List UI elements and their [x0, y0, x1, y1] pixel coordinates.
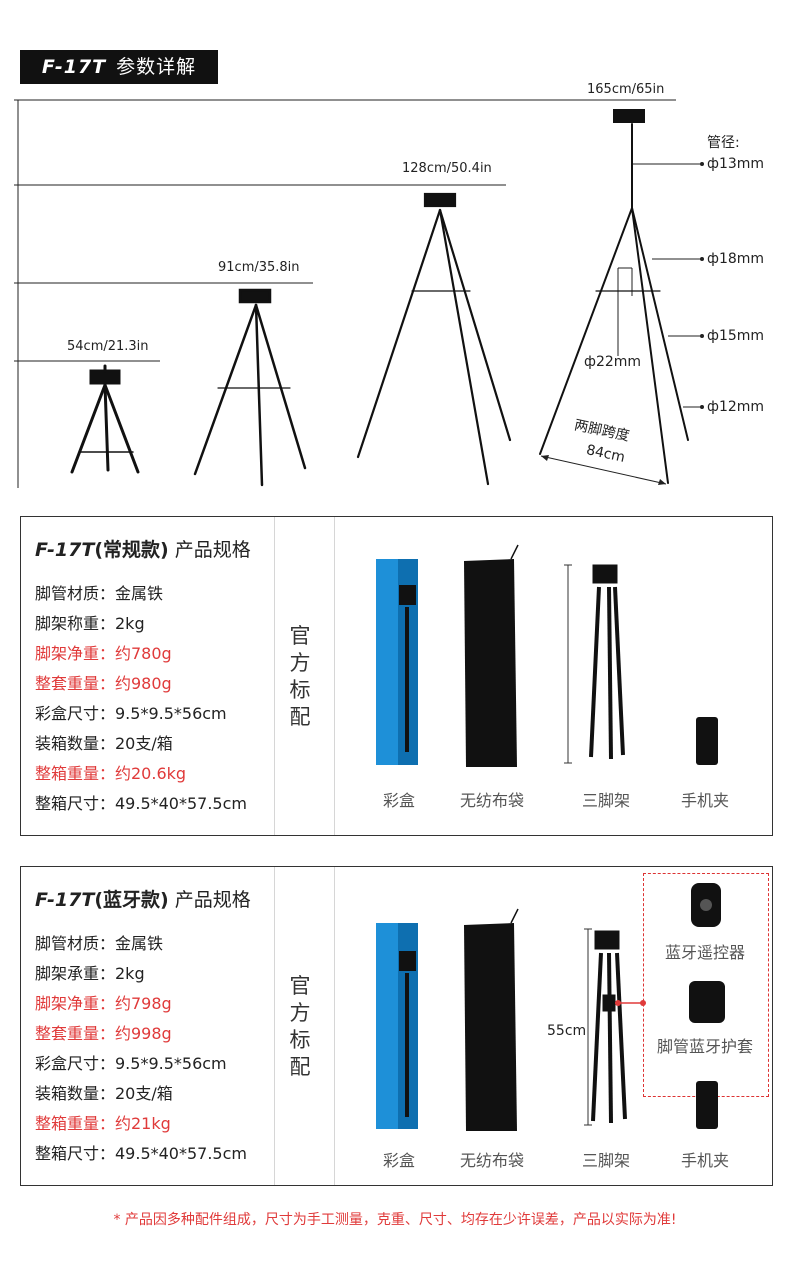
- page-header: F-17T 参数详解: [20, 50, 218, 84]
- tube-label: 管径:: [707, 135, 740, 151]
- item-color-box: 彩盒: [382, 1151, 416, 1170]
- included-items: [376, 883, 725, 1131]
- included-items: [376, 544, 718, 767]
- item-color-box: 彩盒: [382, 791, 416, 810]
- spec-row: 脚架承重：2kg: [35, 964, 145, 983]
- spec-row: 整套重量：约980g: [35, 674, 172, 693]
- spec-row: 脚架净重：约780g: [35, 644, 172, 663]
- tripod-54cm: [70, 364, 140, 474]
- tube-12mm: ф12mm: [707, 399, 765, 415]
- tube-15mm: ф15mm: [707, 328, 765, 344]
- spec-panel-bluetooth: F-17T(蓝牙款) 产品规格 脚管材质：金属铁 脚架承重：2kg 脚架净重：约…: [20, 866, 773, 1186]
- tripod-128cm: [356, 192, 512, 486]
- official-label: 官方标配: [289, 624, 311, 729]
- color-box-image: [376, 559, 418, 765]
- footnote: * 产品因多种配件组成，尺寸为手工测量，克重、尺寸、均存在少许误差，产品以实际为…: [113, 1212, 677, 1228]
- height-54: 54cm/21.3in: [67, 339, 149, 354]
- spec-row: 整套重量：约998g: [35, 1024, 172, 1043]
- center-tube: ф22mm: [584, 354, 642, 370]
- bag-image: [464, 908, 519, 1131]
- height-91: 91cm/35.8in: [218, 260, 300, 275]
- spec-row: 装箱数量：20支/箱: [35, 1084, 173, 1103]
- official-label: 官方标配: [289, 974, 311, 1079]
- spec-row: 整箱尺寸：49.5*40*57.5cm: [35, 1144, 247, 1163]
- tripod-91cm: [193, 288, 307, 487]
- header-model: F-17T: [41, 56, 107, 78]
- tripod-165cm: [539, 109, 689, 484]
- folded-tripod-image: [564, 564, 625, 764]
- spec-row: 整箱重量：约20.6kg: [35, 764, 187, 783]
- phone-clip-image: [696, 1081, 718, 1129]
- phone-clip-image: [696, 717, 718, 765]
- item-tripod: 三脚架: [581, 791, 631, 810]
- tube-18mm: ф18mm: [707, 251, 765, 267]
- spec-title: F-17T(常规款) 产品规格: [35, 539, 251, 561]
- bluetooth-remote-image: [691, 883, 721, 927]
- spec-panel-regular: F-17T(常规款) 产品规格 脚管材质：金属铁 脚架称重：2kg 脚架净重：约…: [20, 516, 773, 836]
- item-bag: 无纺布袋: [459, 791, 525, 810]
- tube-13mm: ф13mm: [707, 156, 765, 172]
- item-tripod: 三脚架: [581, 1151, 631, 1170]
- spec-row: 脚架净重：约798g: [35, 994, 172, 1013]
- spec-row: 脚管材质：金属铁: [35, 584, 164, 603]
- height-165: 165cm/65in: [587, 82, 665, 97]
- item-phone-clip: 手机夹: [680, 1151, 730, 1170]
- spec-row: 装箱数量：20支/箱: [35, 734, 173, 753]
- folded-tripod-image: [584, 928, 643, 1126]
- leg-holder-image: [689, 981, 725, 1023]
- bag-image: [464, 544, 519, 767]
- spec-row: 彩盒尺寸：9.5*9.5*56cm: [35, 704, 227, 723]
- height-128: 128cm/50.4in: [402, 161, 492, 176]
- folded-height: 55cm: [547, 1023, 587, 1039]
- dimension-diagram: [14, 99, 704, 488]
- spec-row: 整箱尺寸：49.5*40*57.5cm: [35, 794, 247, 813]
- item-leg-holder: 脚管蓝牙护套: [656, 1037, 754, 1056]
- spec-row: 彩盒尺寸：9.5*9.5*56cm: [35, 1054, 227, 1073]
- spec-row: 整箱重量：约21kg: [35, 1114, 171, 1133]
- header-title: 参数详解: [116, 56, 197, 78]
- color-box-image: [376, 923, 418, 1129]
- spec-title: F-17T(蓝牙款) 产品规格: [35, 889, 251, 911]
- item-phone-clip: 手机夹: [680, 791, 730, 810]
- spec-row: 脚管材质：金属铁: [35, 934, 164, 953]
- item-bluetooth-remote: 蓝牙遥控器: [664, 943, 746, 962]
- spec-row: 脚架称重：2kg: [35, 614, 145, 633]
- item-bag: 无纺布袋: [459, 1151, 525, 1170]
